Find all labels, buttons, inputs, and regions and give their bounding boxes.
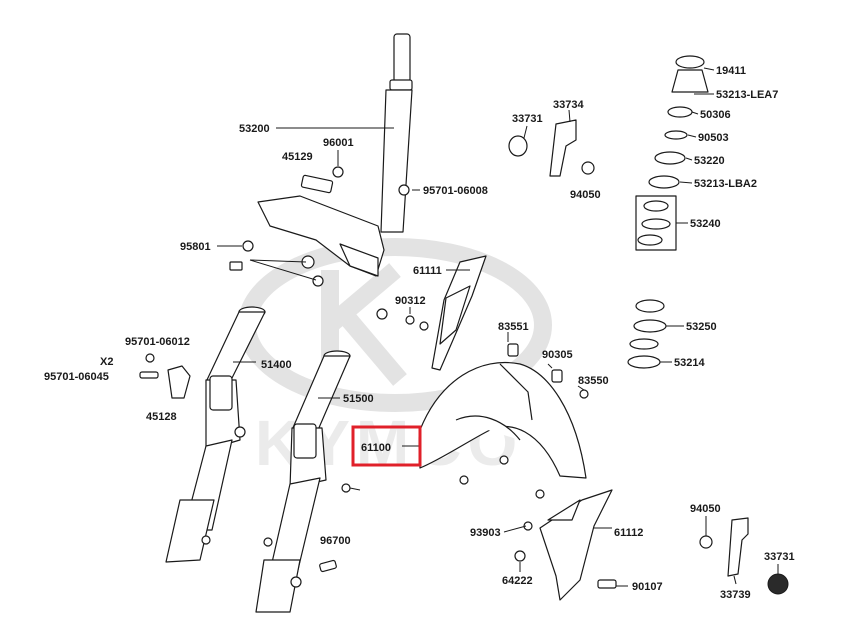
- label-33731-top[interactable]: 33731: [512, 113, 543, 125]
- label-90503[interactable]: 90503: [698, 132, 729, 144]
- part-labels: 53200 96001 45129 95701-06008 95801 6111…: [44, 65, 795, 601]
- label-90312[interactable]: 90312: [395, 295, 426, 307]
- label-95701-06012[interactable]: 95701-06012: [125, 336, 190, 348]
- fork-tube-left-part[interactable]: [165, 306, 266, 563]
- label-53220[interactable]: 53220: [694, 155, 725, 167]
- label-61111[interactable]: 61111: [413, 265, 442, 277]
- label-94050-top[interactable]: 94050: [570, 189, 601, 201]
- label-93903[interactable]: 93903: [470, 527, 501, 539]
- label-61112[interactable]: 61112: [614, 527, 643, 539]
- label-90107[interactable]: 90107: [632, 581, 663, 593]
- highlight-61100[interactable]: 61100: [351, 425, 422, 467]
- label-x2: X2: [100, 356, 113, 368]
- fender-plate-61111-part[interactable]: [431, 255, 487, 371]
- label-53250[interactable]: 53250: [686, 321, 717, 333]
- fender-fasteners[interactable]: [376, 308, 617, 589]
- label-51400[interactable]: 51400: [261, 359, 292, 371]
- label-19411[interactable]: 19411: [716, 65, 746, 77]
- label-50306[interactable]: 50306: [700, 109, 731, 121]
- label-33739[interactable]: 33739: [720, 589, 751, 601]
- meter-bracket-top-part[interactable]: [508, 119, 595, 177]
- label-95701-06008[interactable]: 95701-06008: [423, 185, 488, 197]
- label-33731-bottom[interactable]: 33731: [764, 551, 795, 563]
- label-96700[interactable]: 96700: [320, 535, 351, 547]
- steering-stem-part[interactable]: [229, 33, 413, 287]
- label-64222[interactable]: 64222: [502, 575, 533, 587]
- label-45128[interactable]: 45128: [146, 411, 177, 423]
- label-33734[interactable]: 33734: [553, 99, 584, 111]
- highlight-box: [351, 425, 422, 467]
- label-53214[interactable]: 53214: [674, 357, 705, 369]
- bearing-stack-part[interactable]: [627, 55, 709, 369]
- label-53240[interactable]: 53240: [690, 218, 721, 230]
- label-53200[interactable]: 53200: [239, 123, 270, 135]
- label-83550[interactable]: 83550: [578, 375, 609, 387]
- fork-tube-right-part[interactable]: [255, 350, 351, 613]
- label-45129[interactable]: 45129: [282, 151, 313, 163]
- label-95801[interactable]: 95801: [180, 241, 211, 253]
- label-95701-06045[interactable]: 95701-06045: [44, 371, 109, 383]
- label-90305[interactable]: 90305: [542, 349, 573, 361]
- label-94050-bottom[interactable]: 94050: [690, 503, 721, 515]
- label-83551[interactable]: 83551: [498, 321, 529, 333]
- label-53213-lea7[interactable]: 53213-LEA7: [716, 89, 778, 101]
- label-96001[interactable]: 96001: [323, 137, 354, 149]
- meter-bracket-bottom-part[interactable]: [699, 517, 789, 595]
- brake-hose-clamp-part[interactable]: [139, 353, 191, 399]
- fender-plate-61112-part[interactable]: [539, 489, 613, 601]
- label-53213-lba2[interactable]: 53213-LBA2: [694, 178, 757, 190]
- front-fender-part[interactable]: [419, 362, 587, 479]
- label-51500[interactable]: 51500: [343, 393, 374, 405]
- label-61100[interactable]: 61100: [361, 442, 391, 454]
- bolt-96700-part[interactable]: [319, 483, 361, 573]
